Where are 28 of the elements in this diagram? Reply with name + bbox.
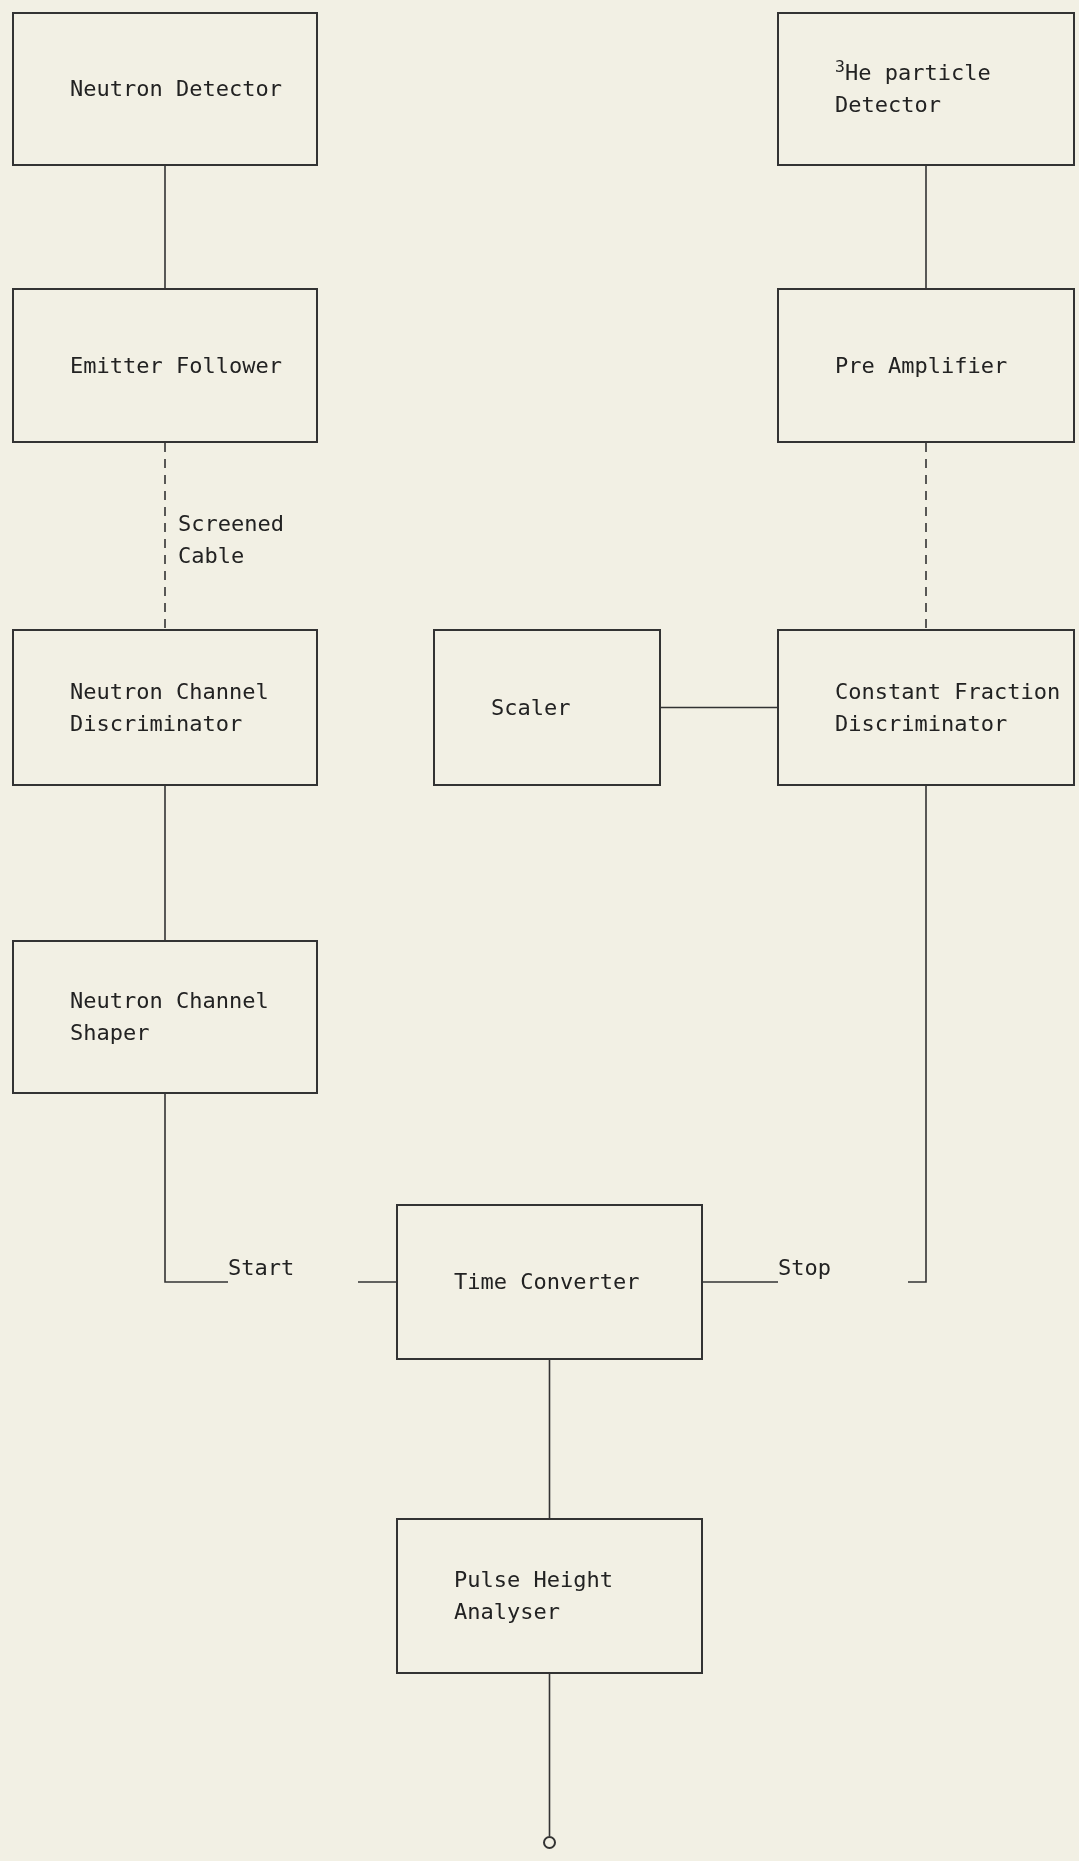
dashed-connector [925,442,927,630]
dashed-connector [164,442,166,630]
block-box [777,288,1075,443]
box-label: Constant Fraction Discriminator [835,677,1062,738]
box-label: Pre Amplifier [835,351,1009,380]
connector-line [548,1673,551,1837]
connector-line [925,165,927,289]
box-label: Neutron Detector [70,75,283,103]
block-box [12,629,318,786]
block-box [433,629,661,786]
box-label: Time Converter [454,1268,641,1296]
connector-line [164,165,166,289]
box-label: $^{3}$He particle Detector [835,57,992,119]
connector-line [548,1359,551,1519]
block-box [12,288,318,443]
box-label: Emitter Follower [70,351,283,380]
block-box [777,12,1075,166]
box-label: Pulse Height Analyser [454,1566,614,1626]
connector-line [164,785,166,941]
block-box [12,12,318,166]
box-label: Neutron Channel Discriminator [70,677,270,738]
box-label: Scaler [491,693,572,722]
block-box [396,1204,703,1360]
box-label: Neutron Channel Shaper [70,987,270,1047]
connector-line [660,706,778,709]
block-box [12,940,318,1094]
block-box [396,1518,703,1674]
block-box [777,629,1075,786]
